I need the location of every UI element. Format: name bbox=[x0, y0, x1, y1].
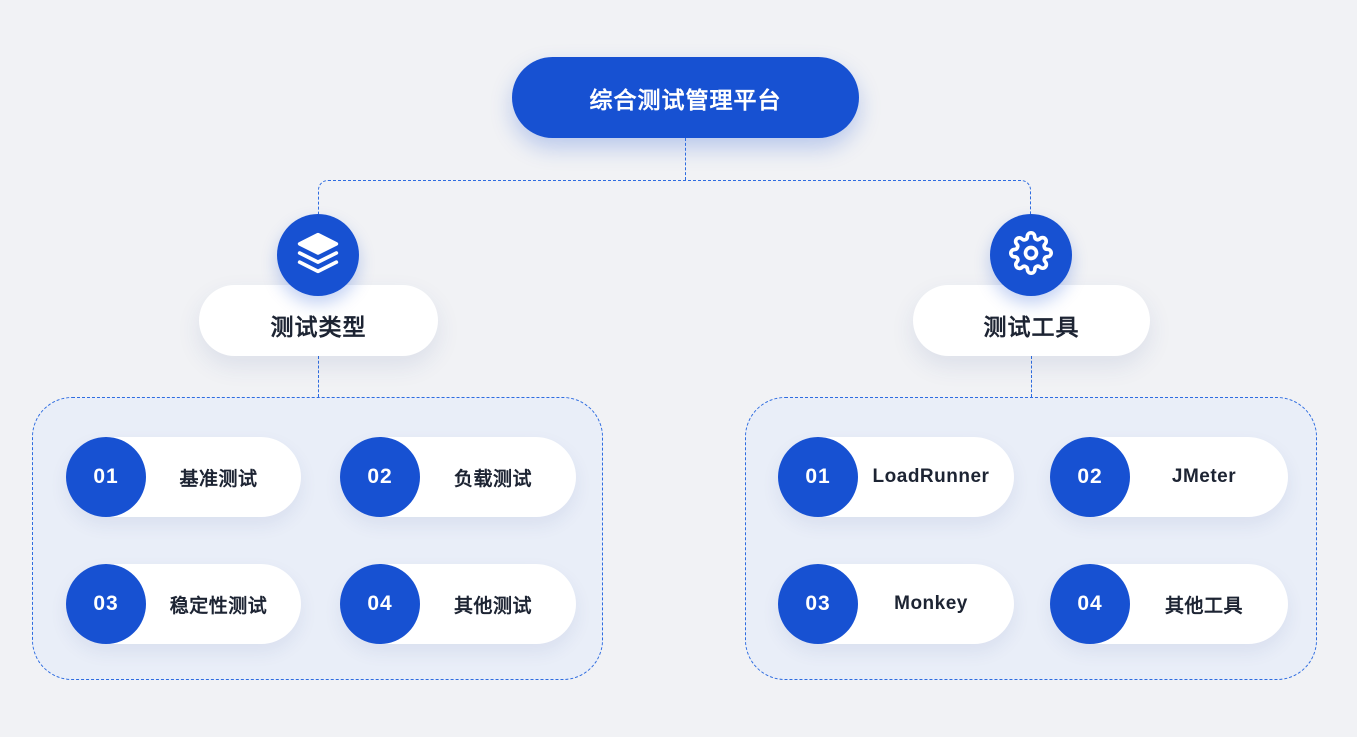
list-item-loadrunner: 01 LoadRunner bbox=[778, 437, 1014, 517]
item-label: JMeter bbox=[1171, 466, 1237, 487]
item-number-badge: 04 bbox=[340, 564, 420, 644]
list-item-stability-test: 03 稳定性测试 bbox=[66, 564, 301, 644]
item-number-badge: 01 bbox=[66, 437, 146, 517]
branch-node-test-types: 测试类型 bbox=[199, 285, 438, 356]
branch-label: 测试类型 bbox=[270, 314, 367, 340]
item-number-badge: 01 bbox=[778, 437, 858, 517]
item-label: Monkey bbox=[894, 593, 968, 614]
list-item-monkey: 03 Monkey bbox=[778, 564, 1014, 644]
test-tools-icon-circle bbox=[990, 214, 1072, 296]
item-label: LoadRunner bbox=[872, 466, 990, 487]
item-label: 负载测试 bbox=[453, 468, 532, 490]
item-number-badge: 02 bbox=[340, 437, 420, 517]
item-label: 基准测试 bbox=[179, 468, 258, 490]
item-number-badge: 03 bbox=[66, 564, 146, 644]
layers-icon bbox=[296, 231, 340, 280]
item-number-badge: 02 bbox=[1050, 437, 1130, 517]
list-item-benchmark-test: 01 基准测试 bbox=[66, 437, 301, 517]
test-types-panel: 01 基准测试 02 负载测试 03 稳定性测试 04 其他测试 bbox=[32, 397, 603, 680]
item-number-badge: 04 bbox=[1050, 564, 1130, 644]
root-node: 综合测试管理平台 bbox=[512, 57, 859, 138]
test-types-icon-circle bbox=[277, 214, 359, 296]
item-label: 其他工具 bbox=[1164, 595, 1243, 617]
list-item-other-tools: 04 其他工具 bbox=[1050, 564, 1288, 644]
gear-icon bbox=[1009, 230, 1053, 280]
item-label: 稳定性测试 bbox=[169, 595, 268, 617]
root-connector-line bbox=[685, 138, 686, 180]
branch-node-test-tools: 测试工具 bbox=[913, 285, 1150, 356]
item-number-badge: 03 bbox=[778, 564, 858, 644]
list-item-jmeter: 02 JMeter bbox=[1050, 437, 1288, 517]
list-item-other-test: 04 其他测试 bbox=[340, 564, 576, 644]
branch-connector-line bbox=[318, 180, 1031, 214]
root-node-label: 综合测试管理平台 bbox=[589, 86, 782, 113]
item-label: 其他测试 bbox=[453, 595, 532, 617]
left-branch-connector-line bbox=[318, 356, 319, 397]
list-item-load-test: 02 负载测试 bbox=[340, 437, 576, 517]
test-tools-panel: 01 LoadRunner 02 JMeter 03 Monkey 04 其他工… bbox=[745, 397, 1317, 680]
right-branch-connector-line bbox=[1031, 356, 1032, 397]
branch-label: 测试工具 bbox=[983, 314, 1080, 340]
